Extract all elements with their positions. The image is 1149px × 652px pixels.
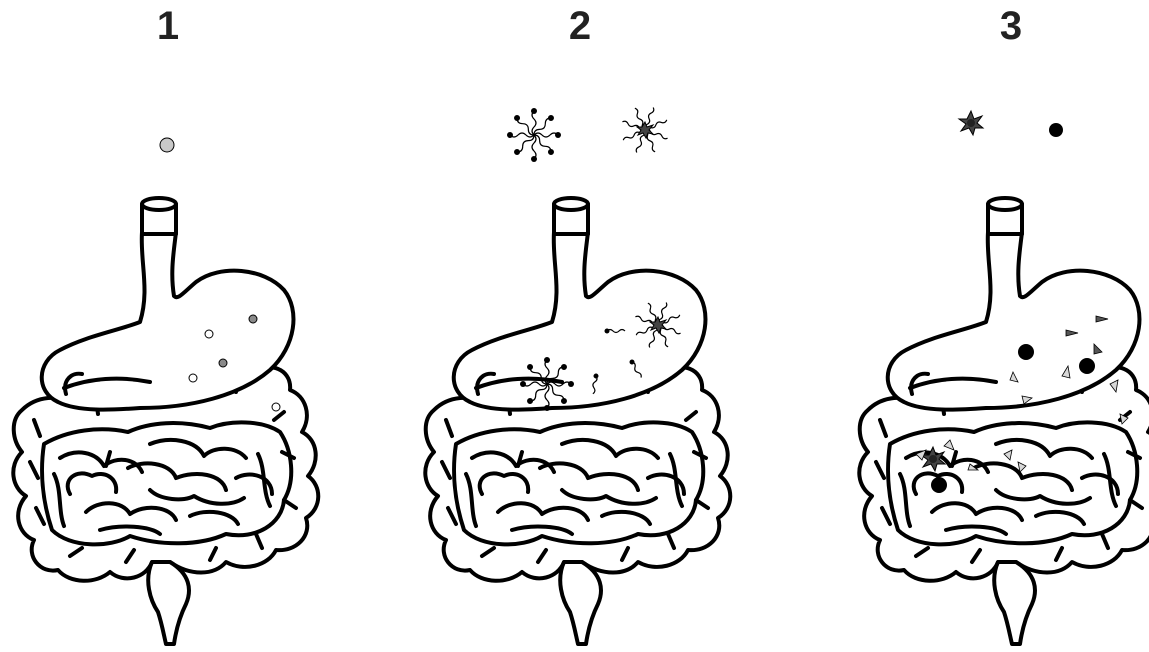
digestive-tract-icon	[859, 198, 1149, 644]
gray-particle-icon	[160, 138, 174, 152]
gray-particle-icon	[189, 374, 197, 382]
panel-2	[425, 107, 730, 644]
digestive-tract-icon	[13, 198, 318, 644]
gray-particle-icon	[272, 403, 280, 411]
panel-1	[13, 138, 318, 644]
micelle-icon	[507, 108, 561, 162]
loaded-micelle-icon	[622, 107, 668, 153]
gray-particle-icon	[205, 330, 213, 338]
gray-particle-icon	[219, 359, 227, 367]
black-dot-icon	[931, 477, 947, 493]
panel-3	[859, 111, 1149, 644]
black-dot-icon	[1079, 358, 1095, 374]
digestive-tract-icon	[425, 198, 730, 644]
star-particle-icon	[959, 111, 983, 135]
black-dot-icon	[1049, 123, 1063, 137]
black-dot-icon	[1018, 344, 1034, 360]
gray-particle-icon	[249, 315, 257, 323]
